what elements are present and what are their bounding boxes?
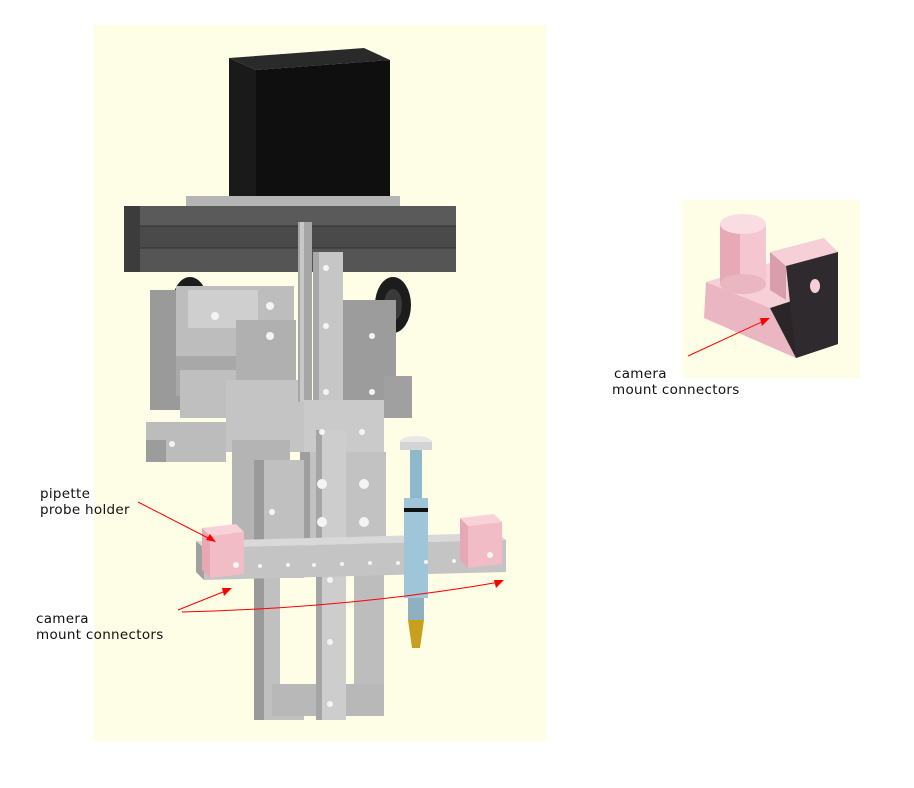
- camera-crossbar: [196, 533, 506, 580]
- camera-mount-connector-right: [460, 514, 502, 568]
- label-camera-line1: camera: [36, 611, 89, 627]
- camera-mount-connector-left: [202, 524, 244, 578]
- carriage-frame: [146, 286, 412, 462]
- label-detail-camera-mount-connectors: camera mount connectors: [612, 366, 740, 398]
- label-pipette-line2: probe holder: [40, 502, 130, 518]
- label-pipette-probe-holder: pipette probe holder: [40, 486, 130, 518]
- mounting-holes: [169, 265, 493, 707]
- label-detail-line1: camera: [614, 366, 667, 382]
- annotation-arrows: [137, 318, 770, 613]
- pipette: [400, 436, 432, 648]
- label-camera-mount-connectors: camera mount connectors: [36, 611, 164, 643]
- lead-screw: [298, 222, 312, 402]
- label-pipette-line1: pipette: [40, 486, 91, 502]
- label-detail-line2: mount connectors: [612, 382, 740, 398]
- label-camera-line2: mount connectors: [36, 627, 164, 643]
- aluminum-extrusion-rails: [124, 206, 456, 272]
- stepper-motor: [229, 48, 390, 208]
- camera-mount-connector-detail: [704, 214, 838, 358]
